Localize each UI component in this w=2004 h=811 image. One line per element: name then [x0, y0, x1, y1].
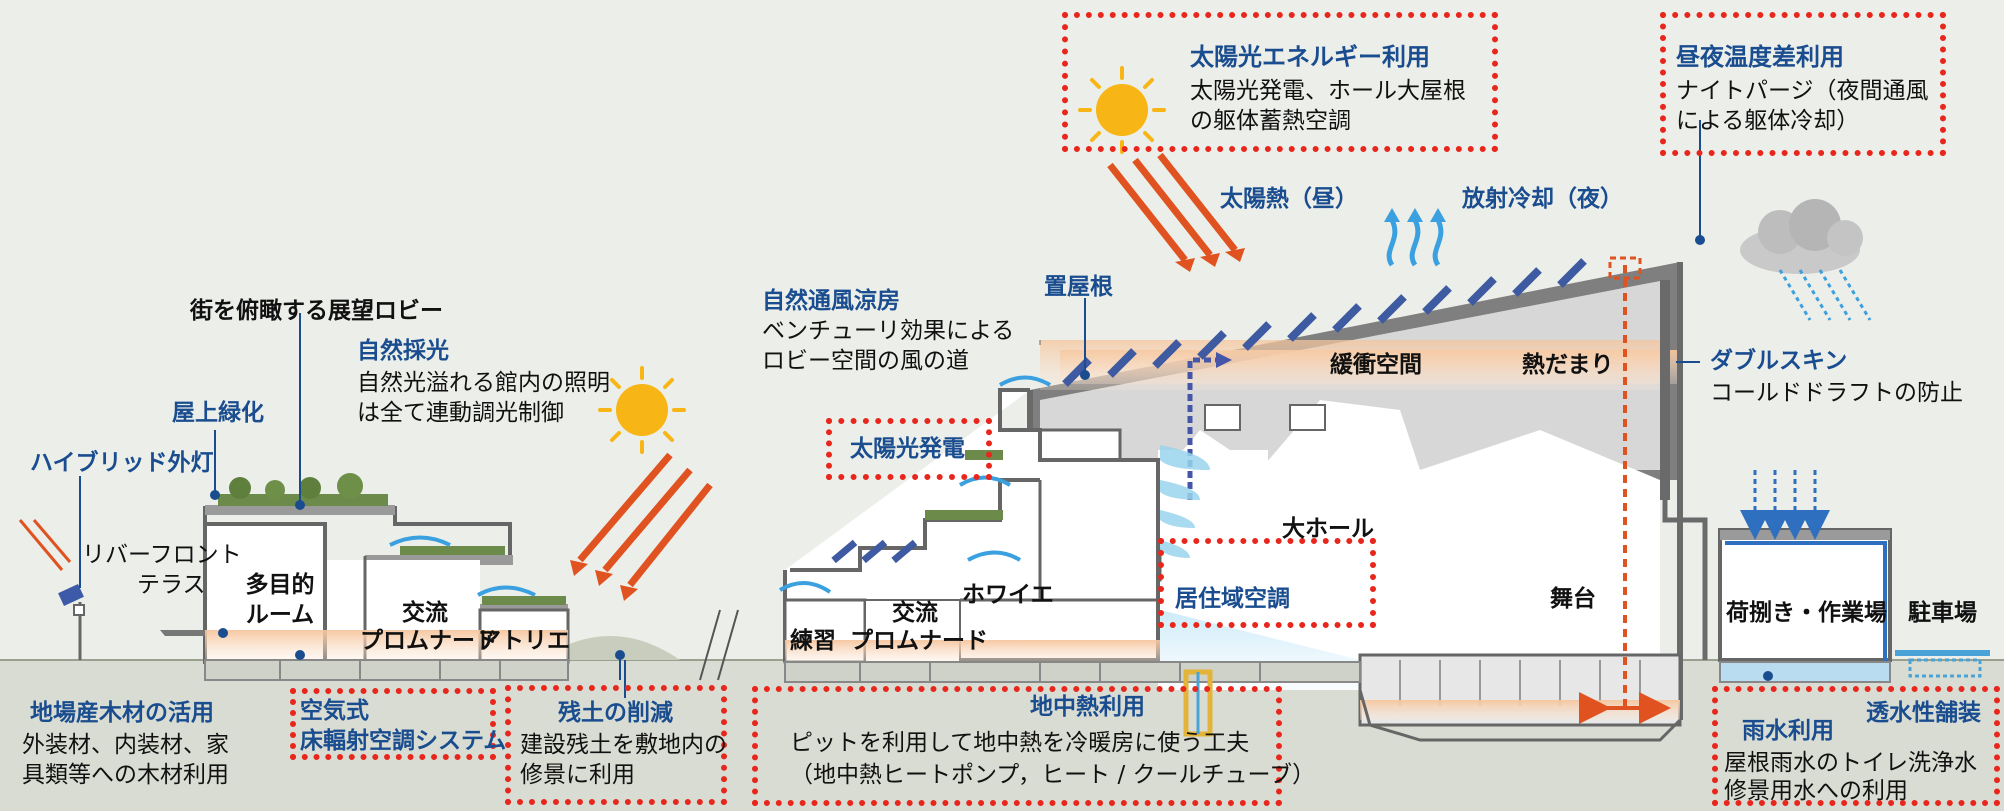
- multipurpose-line1: 多目的: [245, 572, 315, 598]
- floor-radiant-line2: 床輻射空調システム: [300, 728, 507, 754]
- solar-energy-title: 太陽光エネルギー利用: [1190, 43, 1430, 71]
- natural-ventilation-title: 自然通風涼房: [762, 288, 900, 314]
- tree-icon: [218, 473, 566, 605]
- foyer-block: [783, 388, 1361, 683]
- living-zone-ac-highlight: [1158, 538, 1376, 628]
- rainwater-title: 雨水利用: [1742, 718, 1834, 744]
- natural-ventilation-line1: ベンチューリ効果による: [762, 318, 1015, 344]
- landscape-mound: [540, 636, 680, 660]
- stage-label: 舞台: [1550, 586, 1596, 612]
- large-hall-label: 大ホール: [1282, 516, 1374, 542]
- radiative-cooling-label: 放射冷却（夜）: [1462, 186, 1623, 212]
- local-timber-line1: 外装材、内装材、家: [22, 732, 229, 758]
- street-lamp-icon: [18, 519, 85, 660]
- natural-ventilation-line2: ロビー空間の風の道: [762, 348, 969, 374]
- solar-power-label: 太陽光発電: [850, 436, 965, 462]
- natural-lighting-line2: は全て連動調光制御: [357, 400, 564, 426]
- rain-icon: [1778, 269, 1872, 321]
- floor-radiant-highlight: [290, 688, 496, 760]
- exchange-prom-left-line1: 交流: [402, 600, 448, 626]
- solar-energy-highlight: [1062, 12, 1498, 152]
- main-hall: [1027, 256, 1708, 742]
- hybrid-light-label: ハイブリッド外灯: [30, 450, 214, 476]
- rooftop-greening-label: 屋上緑化: [172, 400, 264, 426]
- double-skin-line1: コールドドラフトの防止: [1710, 380, 1963, 406]
- heat-arrow-icon: [577, 152, 1238, 588]
- solar-energy-line1: 太陽光発電、ホール大屋根: [1190, 78, 1466, 104]
- rainwater-highlight: [1712, 686, 2000, 806]
- sun-icon: [598, 366, 686, 454]
- living-zone-ac-label: 居住域空調: [1175, 586, 1290, 612]
- loading-workshop-label: 荷捌き・作業場: [1726, 600, 1887, 626]
- riverfront-line1: リバーフロント: [82, 542, 242, 568]
- cloud-icon: [1740, 199, 1863, 274]
- exchange-prom-right-line1: 交流: [892, 600, 938, 626]
- buffer-space-label: 緩衝空間: [1330, 352, 1422, 378]
- natural-lighting-title: 自然採光: [357, 338, 449, 364]
- geothermal-line2: （地中熱ヒートポンプ，ヒート / クールチューブ）: [790, 762, 1316, 788]
- day-night-line1: ナイトパージ（夜間通風: [1676, 78, 1929, 104]
- geothermal-title: 地中熱利用: [1030, 694, 1145, 720]
- solar-panel-icon: [831, 539, 918, 564]
- exchange-prom-right-line2: プロムナード: [850, 628, 988, 654]
- rainwater-line1: 屋根雨水のトイレ洗浄水: [1724, 750, 1977, 776]
- surplus-soil-line2: 修景に利用: [520, 762, 635, 788]
- solar-power-highlight: [826, 418, 992, 480]
- solar-energy-line2: の躯体蓄熱空調: [1190, 108, 1351, 134]
- practice-label: 練習: [790, 628, 836, 654]
- natural-lighting-line1: 自然光溢れる館内の照明: [357, 370, 610, 396]
- day-night-line2: による躯体冷却）: [1676, 108, 1860, 134]
- placed-roof-label: 置屋根: [1044, 274, 1113, 300]
- local-timber-line2: 具類等への木材利用: [22, 762, 229, 788]
- surplus-soil-line1: 建設残土を敷地内の: [520, 732, 727, 758]
- floor-radiant-line1: 空気式: [300, 698, 369, 724]
- geothermal-line1: ピットを利用して地中熱を冷暖房に使う工夫: [790, 730, 1250, 756]
- exchange-prom-left-line2: プロムナード: [360, 628, 498, 654]
- left-building: [160, 505, 570, 681]
- geothermal-tube: [1183, 669, 1213, 737]
- surplus-soil-highlight: [505, 685, 727, 805]
- heat-pool-label: 熱だまり: [1522, 352, 1614, 378]
- foyer-label: ホワイエ: [962, 582, 1054, 608]
- cool-air-arrow-icon: [1386, 218, 1444, 267]
- rainwater-line2: 修景用水への利用: [1724, 778, 1908, 804]
- day-night-title: 昼夜温度差利用: [1676, 43, 1844, 71]
- double-skin-title: ダブルスキン: [1710, 348, 1848, 374]
- permeable-paving-label: 透水性舗装: [1866, 700, 1981, 726]
- geothermal-highlight: [752, 686, 1282, 806]
- atelier-label: アトリエ: [478, 628, 570, 654]
- day-night-highlight: [1660, 12, 1946, 156]
- multipurpose-line2: ルーム: [245, 602, 315, 628]
- solar-heat-day-label: 太陽熱（昼）: [1220, 186, 1358, 212]
- parking-label: 駐車場: [1908, 600, 1977, 626]
- local-timber-title: 地場産木材の活用: [30, 700, 214, 726]
- loading-building: [1718, 470, 1990, 683]
- surplus-soil-title: 残土の削減: [558, 700, 673, 726]
- city-lobby-label: 街を俯瞰する展望ロビー: [190, 298, 443, 324]
- riverfront-line2: テラス: [137, 572, 206, 598]
